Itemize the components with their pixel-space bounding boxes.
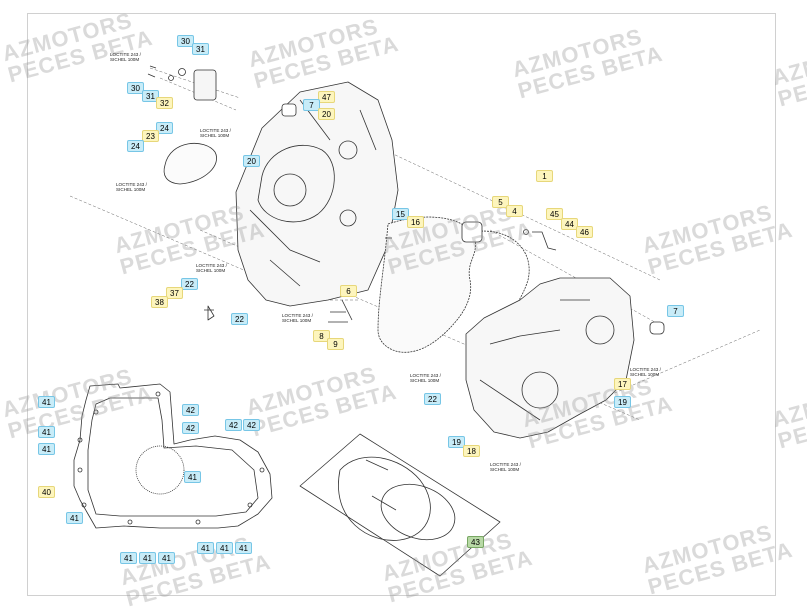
loctite-note-top: LOCTITE 243 / SICHEL 100M (200, 128, 231, 139)
callout-41[interactable]: 41 (158, 552, 175, 564)
callout-5[interactable]: 5 (492, 196, 509, 208)
callout-1[interactable]: 1 (536, 170, 553, 182)
callout-17[interactable]: 17 (614, 378, 631, 390)
callout-16[interactable]: 16 (407, 216, 424, 228)
callout-20[interactable]: 20 (318, 108, 335, 120)
callout-23[interactable]: 23 (142, 130, 159, 142)
callout-41[interactable]: 41 (235, 542, 252, 554)
loctite-note-center-left: LOCTITE 243 / SICHEL 100M (282, 313, 313, 324)
callout-32[interactable]: 32 (156, 97, 173, 109)
callout-19[interactable]: 19 (614, 396, 631, 408)
callout-45[interactable]: 45 (546, 208, 563, 220)
callout-9[interactable]: 9 (327, 338, 344, 350)
callout-46[interactable]: 46 (576, 226, 593, 238)
callout-22[interactable]: 22 (231, 313, 248, 325)
callout-44[interactable]: 44 (561, 218, 578, 230)
callout-24[interactable]: 24 (156, 122, 173, 134)
right-bracket-part (532, 231, 557, 251)
callout-41[interactable]: 41 (197, 542, 214, 554)
loctite-note-top-left: LOCTITE 243 / SICHEL 100M (110, 52, 141, 63)
loctite-note-bottom: LOCTITE 243 / SICHEL 100M (490, 462, 521, 473)
small-cover-gasket (163, 143, 217, 185)
callout-40[interactable]: 40 (38, 486, 55, 498)
callout-47[interactable]: 47 (318, 91, 335, 103)
callout-41[interactable]: 41 (38, 396, 55, 408)
gasket-kit-outline (73, 383, 273, 529)
callout-7[interactable]: 7 (667, 305, 684, 317)
loctite-note-center: LOCTITE 243 / SICHEL 100M (410, 373, 441, 384)
callout-8[interactable]: 8 (313, 330, 330, 342)
gasket-kit-box (299, 433, 501, 577)
callout-30[interactable]: 30 (127, 82, 144, 94)
diagram-frame (27, 13, 776, 596)
callout-18[interactable]: 18 (463, 445, 480, 457)
callout-20[interactable]: 20 (243, 155, 260, 167)
callout-24[interactable]: 24 (127, 140, 144, 152)
callout-4[interactable]: 4 (506, 205, 523, 217)
callout-42[interactable]: 42 (182, 404, 199, 416)
callout-42[interactable]: 42 (225, 419, 242, 431)
callout-42[interactable]: 42 (243, 419, 260, 431)
callout-15[interactable]: 15 (392, 208, 409, 220)
left-crankcase-half (235, 81, 399, 307)
callout-43[interactable]: 43 (467, 536, 484, 548)
callout-41[interactable]: 41 (120, 552, 137, 564)
callout-41[interactable]: 41 (66, 512, 83, 524)
callout-22[interactable]: 22 (424, 393, 441, 405)
callout-22[interactable]: 22 (181, 278, 198, 290)
callout-42[interactable]: 42 (182, 422, 199, 434)
callout-6[interactable]: 6 (340, 285, 357, 297)
callout-30[interactable]: 30 (177, 35, 194, 47)
right-crankcase-half (465, 277, 635, 439)
callout-37[interactable]: 37 (166, 287, 183, 299)
callout-31[interactable]: 31 (142, 90, 159, 102)
callout-41[interactable]: 41 (184, 471, 201, 483)
central-gasket (377, 216, 476, 353)
callout-38[interactable]: 38 (151, 296, 168, 308)
callout-19[interactable]: 19 (448, 436, 465, 448)
top-bracket-part (193, 69, 217, 101)
top-washer (178, 68, 186, 76)
callout-7[interactable]: 7 (303, 99, 320, 111)
callout-41[interactable]: 41 (216, 542, 233, 554)
loctite-note-right: LOCTITE 243 / SICHEL 100M (630, 367, 661, 378)
loctite-note-mid: LOCTITE 243 / SICHEL 100M (116, 182, 147, 193)
callout-41[interactable]: 41 (139, 552, 156, 564)
callout-41[interactable]: 41 (38, 443, 55, 455)
callout-31[interactable]: 31 (192, 43, 209, 55)
loctite-note-left: LOCTITE 243 / SICHEL 100M (196, 263, 227, 274)
callout-41[interactable]: 41 (38, 426, 55, 438)
